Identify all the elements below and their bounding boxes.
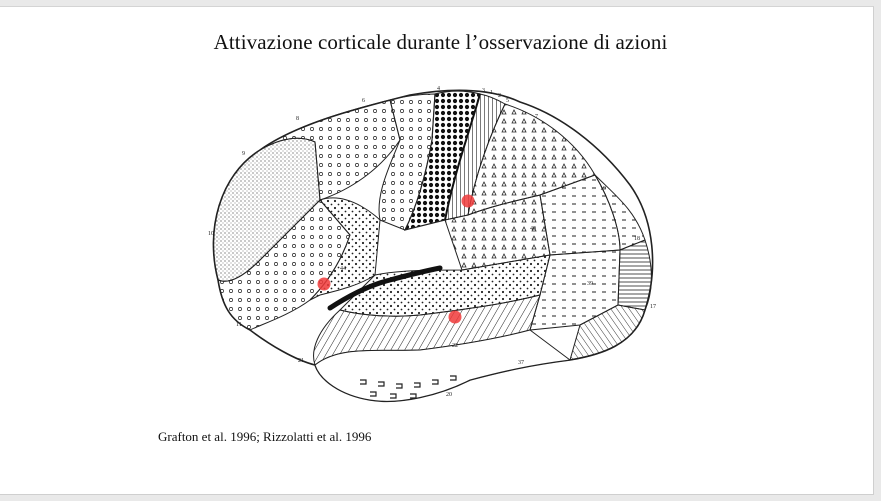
area-label: 10 (208, 231, 214, 237)
area-label: 17 (650, 304, 656, 310)
activation-spot-temporal (448, 310, 462, 324)
area-temporal-20 (314, 329, 572, 402)
area-numbers: 4 3 1 2 5 7 8 6 9 10 11 19 18 17 39 37 2… (208, 86, 656, 398)
area-label: 37 (518, 360, 524, 366)
central-sulcus (444, 93, 481, 221)
area-label: 6 (362, 98, 365, 104)
area-label: 39 (587, 281, 593, 287)
area-label: 7 (535, 114, 538, 120)
area-label: 9 (242, 151, 245, 157)
area-label: 5 (506, 98, 509, 104)
area-label: 4 (437, 86, 440, 92)
brain-diagram: 4 3 1 2 5 7 8 6 9 10 11 19 18 17 39 37 2… (208, 86, 656, 403)
area-label: 44 (340, 266, 346, 272)
area-label: 11 (236, 322, 242, 328)
area-occipital-18 (617, 239, 652, 311)
area-frontal-8 (259, 99, 401, 201)
sylvian-fissure (327, 265, 443, 311)
area-20-marks (360, 375, 457, 399)
slide-title: Attivazione corticale durante l’osservaz… (213, 30, 668, 54)
area-label: 19 (600, 186, 606, 192)
area-label: 21 (298, 358, 304, 364)
area-label: 20 (446, 392, 452, 398)
area-label: 18 (634, 236, 640, 242)
area-label: 22 (452, 343, 458, 349)
activation-spot-frontal (317, 277, 331, 291)
area-label: 8 (296, 116, 299, 122)
citation-text: Grafton et al. 1996; Rizzolatti et al. 1… (158, 429, 372, 444)
area-label: 1 (490, 90, 493, 96)
area-label: 40 (530, 226, 536, 232)
area-label: 2 (498, 93, 501, 99)
area-44 (309, 197, 381, 301)
activation-spot-premotor (461, 194, 475, 208)
area-label: 3 (482, 88, 485, 94)
